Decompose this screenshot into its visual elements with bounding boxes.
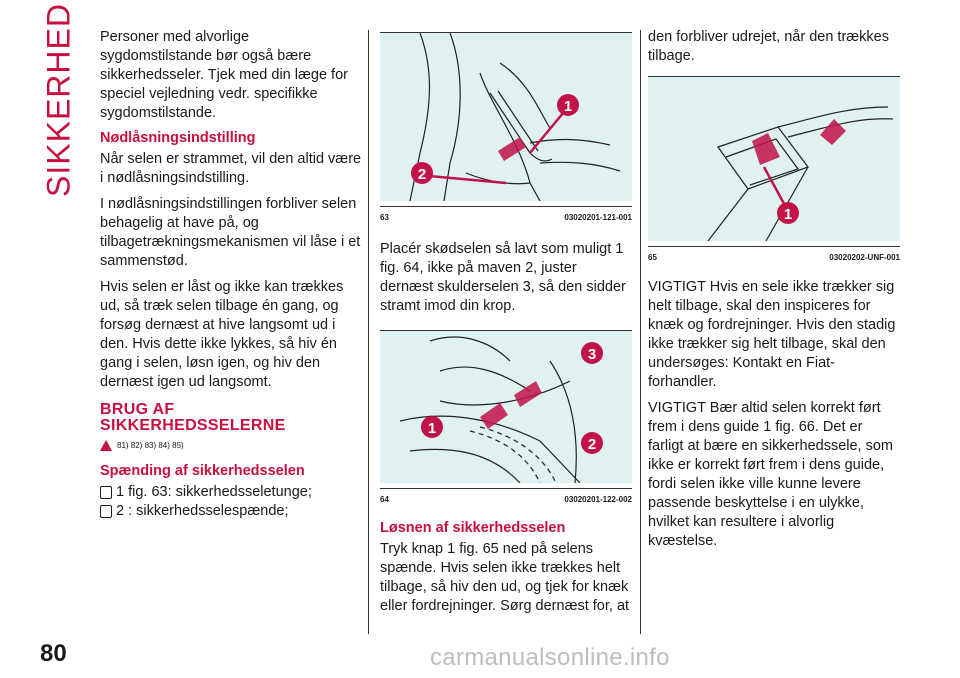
- figure-65: 1: [648, 76, 900, 247]
- callout-1: 1: [428, 420, 436, 437]
- callout-2: 2: [418, 166, 426, 183]
- column-divider: [368, 30, 369, 634]
- paragraph-emergency-1: Når selen er strammet, vil den altid vær…: [100, 151, 362, 186]
- paragraph-release: Tryk knap 1 fig. 65 ned på selens spænde…: [380, 541, 630, 614]
- figure-64: 3 1 2: [380, 330, 632, 489]
- figure-65-caption: 65 03020202-UNF-001: [648, 247, 900, 266]
- paragraph-important-2: VIGTIGT Bær altid selen korrekt ført fre…: [648, 400, 893, 549]
- heading-fastening: Spænding af sikkerhedsselen: [100, 463, 305, 479]
- paragraph-placement: Placér skødselen så lavt som muligt 1 fi…: [380, 241, 626, 314]
- paragraph-important-1: VIGTIGT Hvis en sele ikke trækker sig he…: [648, 279, 896, 390]
- callout-2: 2: [588, 436, 596, 453]
- watermark: carmanualsonline.info: [430, 644, 670, 671]
- heading-release: Løsnen af sikkerhedsselen: [380, 520, 566, 536]
- lap-belt-illustration: 3 1 2: [380, 331, 632, 484]
- column-divider: [640, 30, 641, 634]
- list-item: 1 fig. 63: sikkerhedsseletunge;: [100, 483, 362, 502]
- book-bullet-icon: [100, 486, 112, 499]
- paragraph-continued: den forbliver udrejet, når den trækkes t…: [648, 29, 889, 64]
- warning-triangle-icon: [100, 440, 112, 451]
- figure-63-caption: 63 03020201-121-001: [380, 207, 632, 226]
- figure-code: 03020201-121-001: [564, 213, 632, 222]
- intro-paragraph: Personer med alvorlige sygdomstilstande …: [100, 29, 348, 121]
- column-right: den forbliver udrejet, når den trækkes t…: [648, 28, 900, 558]
- list-item-text: 2 : sikkerhedsselespænde;: [116, 503, 289, 519]
- heading-emergency-lock: Nødlåsningsindstilling: [100, 130, 256, 146]
- figure-number: 64: [380, 495, 389, 504]
- warning-refs-text: 81) 82) 83) 84) 85): [117, 441, 184, 450]
- page-number: 80: [40, 640, 67, 667]
- heading-line-1: BRUG AF: [100, 401, 175, 418]
- figure-number: 63: [380, 213, 389, 222]
- column-middle: 1 2 63 03020201-121-001 Placér skødselen…: [380, 32, 632, 623]
- figure-63: 1 2: [380, 32, 632, 207]
- section-tab: SIKKERHED: [34, 3, 84, 197]
- warning-references: 81) 82) 83) 84) 85): [100, 440, 362, 451]
- figure-code: 03020201-122-002: [564, 495, 632, 504]
- callout-1: 1: [784, 206, 792, 223]
- book-bullet-icon: [100, 505, 112, 518]
- callout-1: 1: [564, 98, 572, 115]
- column-left: Personer med alvorlige sygdomstilstande …: [100, 28, 362, 521]
- figure-number: 65: [648, 253, 657, 262]
- paragraph-emergency-3: Hvis selen er låst og ikke kan trækkes u…: [100, 279, 344, 390]
- figure-64-caption: 64 03020201-122-002: [380, 489, 632, 508]
- figure-code: 03020202-UNF-001: [829, 253, 900, 262]
- section-tab-label: SIKKERHED: [40, 3, 77, 197]
- seatbelt-fastening-illustration: 1 2: [380, 32, 632, 202]
- heading-use-of-seatbelts: BRUG AF SIKKERHEDSSELERNE: [100, 402, 362, 434]
- paragraph-emergency-2: I nødlåsningsindstillingen forbliver sel…: [100, 196, 361, 269]
- list-item-text: 1 fig. 63: sikkerhedsseletunge;: [116, 484, 312, 500]
- buckle-release-illustration: 1: [648, 77, 900, 242]
- list-item: 2 : sikkerhedsselespænde;: [100, 502, 362, 521]
- heading-line-2: SIKKERHEDSSELERNE: [100, 417, 286, 434]
- callout-3: 3: [588, 346, 596, 363]
